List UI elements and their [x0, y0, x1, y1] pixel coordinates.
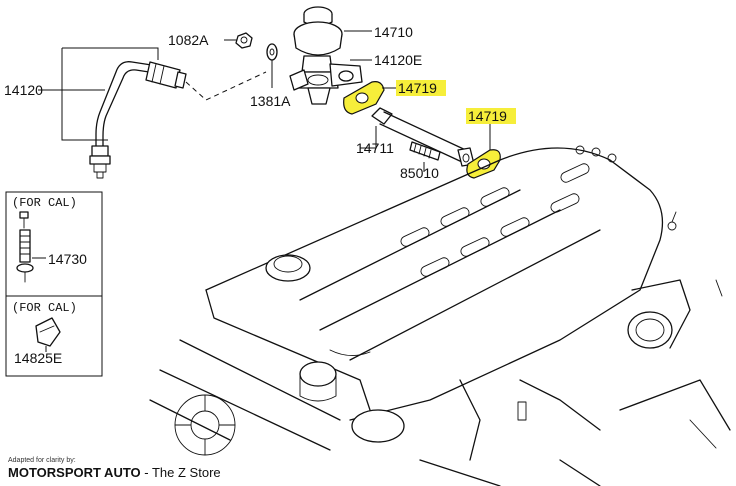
- label-14825E: 14825E: [14, 350, 62, 366]
- note-for-cal-2: (FOR CAL): [12, 301, 77, 315]
- label-14710: 14710: [374, 24, 413, 40]
- nut-1082A: [224, 32, 253, 49]
- label-14711: 14711: [356, 140, 394, 156]
- for-cal-box-14730: [5, 191, 103, 297]
- credit-brand: MOTORSPORT AUTO: [8, 465, 141, 480]
- egr-valve-14710: [289, 6, 372, 105]
- tube-assembly-14120: [38, 47, 267, 179]
- label-14719-upper: 14719: [398, 80, 437, 96]
- label-1082A: 1082A: [168, 32, 209, 48]
- egr-pipe-14711: [360, 107, 475, 167]
- gasket-14719-upper: [343, 80, 446, 115]
- note-for-cal-1: (FOR CAL): [12, 196, 77, 210]
- credit-line: MOTORSPORT AUTO - The Z Store: [8, 465, 221, 480]
- engine-block: [149, 145, 731, 486]
- label-14120E: 14120E: [374, 52, 422, 68]
- washer-1381A: [266, 43, 278, 88]
- credit-adapted: Adapted for clarity by:: [8, 457, 76, 464]
- label-14120: 14120: [4, 82, 43, 98]
- credit-store: The Z Store: [151, 465, 221, 480]
- for-cal-box-14825E: [5, 295, 103, 377]
- label-14730: 14730: [48, 251, 87, 267]
- label-85010: 85010: [400, 165, 439, 181]
- credit-separator: -: [140, 465, 152, 480]
- label-14719-lower: 14719: [468, 108, 507, 124]
- stud-85010: [409, 141, 441, 172]
- label-1381A: 1381A: [250, 93, 291, 109]
